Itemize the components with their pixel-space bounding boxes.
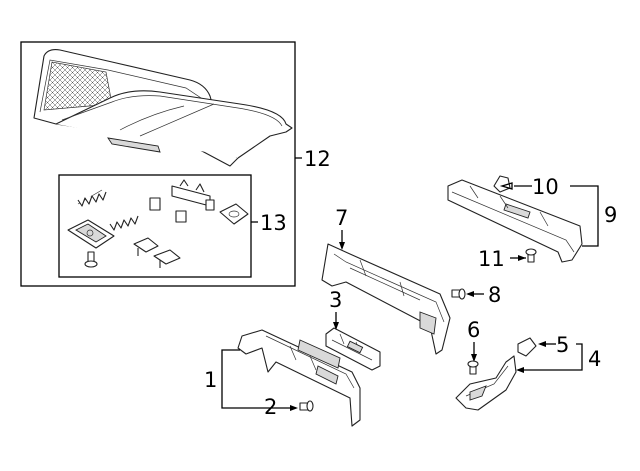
callout-6: 6	[467, 318, 480, 342]
callout-8: 8	[488, 283, 501, 307]
spring-icon	[77, 189, 107, 207]
callout-4: 4	[588, 347, 601, 371]
kit-outer-frame	[20, 41, 296, 287]
callout-7: 7	[335, 206, 348, 230]
bracket-icon	[171, 179, 215, 211]
callout-9: 9	[604, 203, 617, 227]
bolt-icon	[451, 288, 466, 300]
side-trim-panel	[321, 243, 451, 355]
holder-icon	[219, 203, 249, 225]
callout-2: 2	[264, 395, 277, 419]
screw-icon	[84, 251, 98, 268]
callout-13: 13	[260, 211, 287, 235]
slide-plate-icon	[67, 219, 115, 249]
rear-cross-member	[447, 175, 583, 263]
cap-icon	[133, 237, 159, 256]
bolt-icon	[467, 360, 479, 375]
callout-5: 5	[556, 333, 569, 357]
callout-12: 12	[304, 147, 331, 171]
lower-support-bracket	[455, 337, 537, 411]
spring-icon	[109, 215, 139, 231]
callout-10: 10	[532, 175, 559, 199]
clip-icon	[175, 210, 187, 223]
clip-icon	[493, 175, 511, 193]
cap-icon	[153, 249, 181, 268]
main-bracket	[237, 329, 361, 427]
callout-3: 3	[329, 288, 342, 312]
clip-icon	[517, 337, 537, 357]
bolt-icon	[525, 248, 537, 263]
clip-icon	[149, 197, 161, 211]
callout-11: 11	[478, 247, 505, 271]
guide-rail	[325, 327, 381, 371]
hardware-kit-parts	[67, 179, 249, 268]
wind-deflector-kit-box	[20, 41, 302, 287]
wind-deflector-frame	[33, 49, 293, 167]
bolt-icon	[299, 400, 314, 412]
callout-1: 1	[204, 368, 217, 392]
hardware-kit-frame	[58, 174, 252, 278]
